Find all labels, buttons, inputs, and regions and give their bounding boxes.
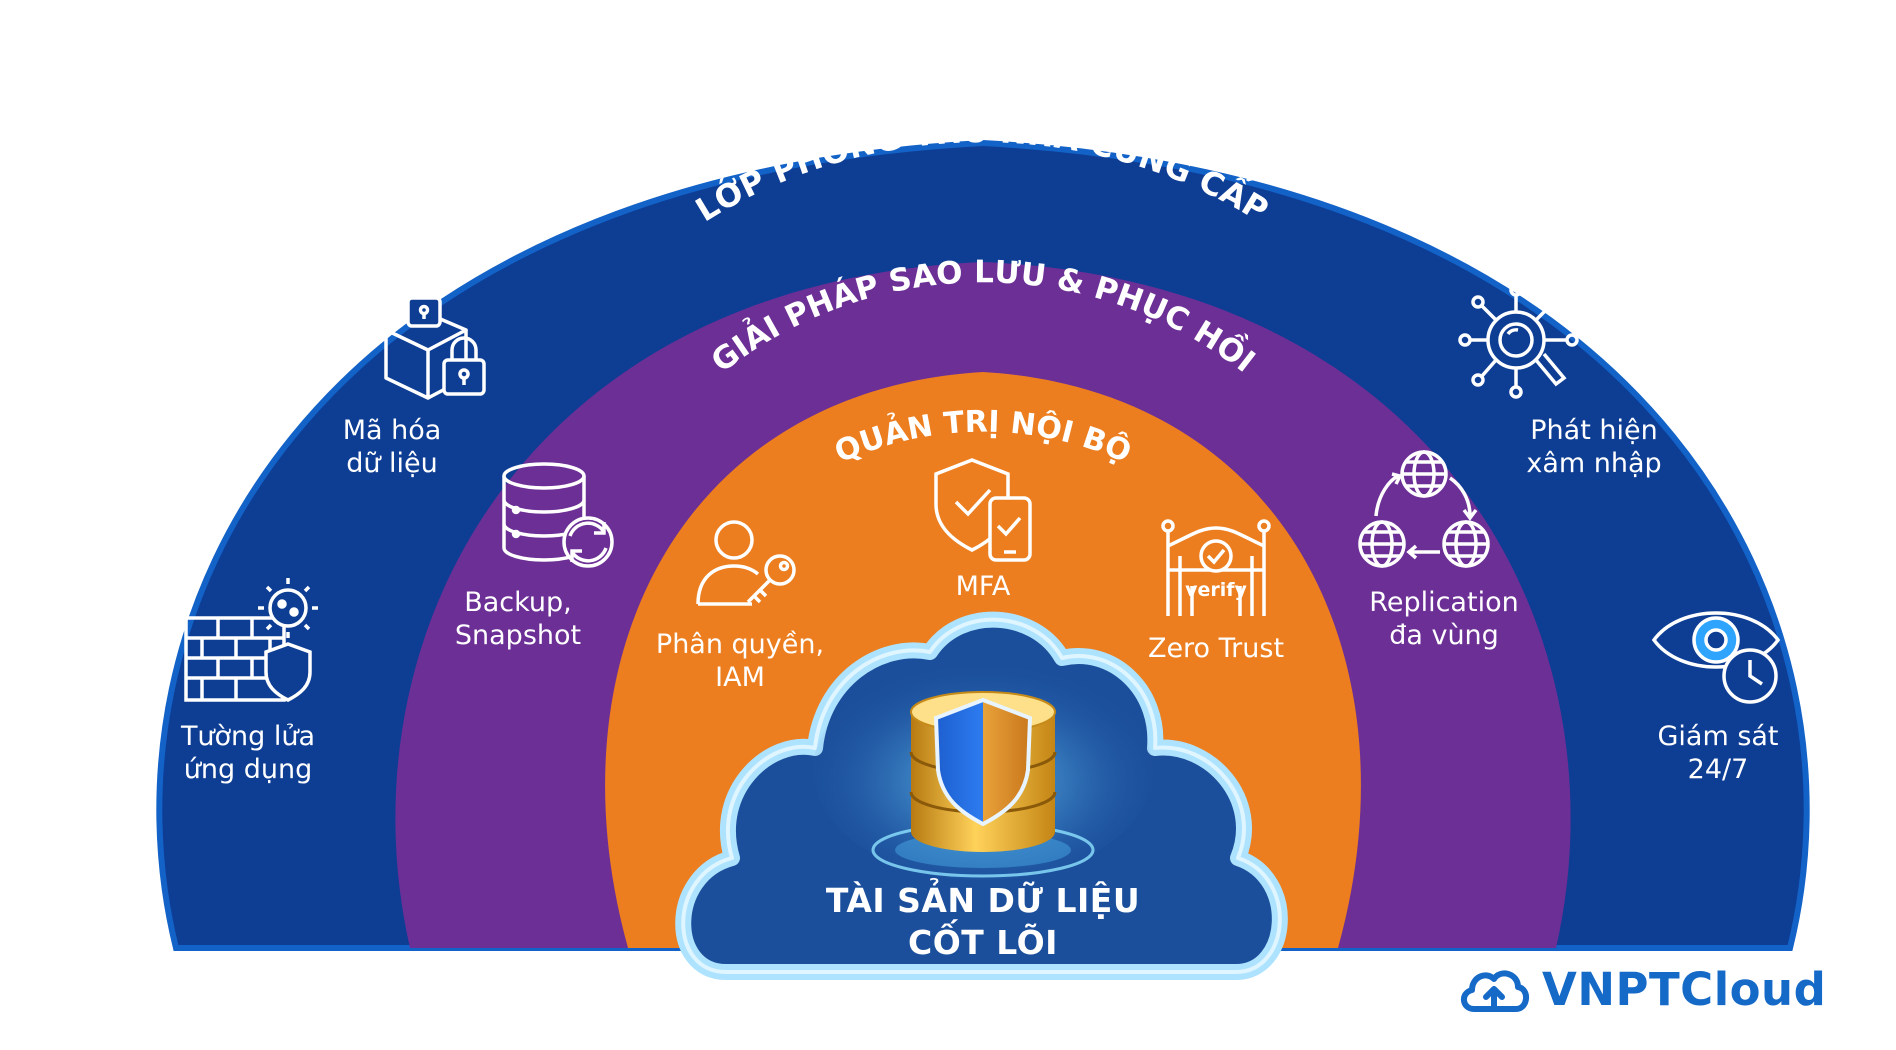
- network-scan-icon: [1456, 282, 1586, 406]
- user-key-icon: [694, 518, 800, 610]
- lock-box-icon: [378, 278, 496, 404]
- brand-name: VNPTCloud: [1542, 963, 1827, 1016]
- gold-database-shield-icon: [871, 691, 1095, 878]
- mfa-label: MFA: [955, 571, 1011, 602]
- intrusion-detection-label: Phát hiện xâm nhập: [1526, 415, 1662, 479]
- verify-text: verify: [1185, 579, 1247, 601]
- globe-cycle-icon: [1354, 448, 1492, 572]
- iam-label: Phân quyền, IAM: [655, 629, 825, 693]
- zero-trust-label: Zero Trust: [1147, 633, 1285, 664]
- backup-label: Backup, Snapshot: [454, 587, 582, 651]
- gate-verify-icon: verify: [1160, 516, 1272, 620]
- monitoring-label: Giám sát 24/7: [1657, 721, 1779, 785]
- cloud-logo-icon: [1461, 969, 1529, 1012]
- database-sync-icon: [500, 462, 618, 574]
- eye-clock-icon: [1650, 600, 1790, 710]
- replication-label: Replication đa vùng: [1369, 587, 1519, 651]
- shield-phone-icon: [932, 456, 1038, 564]
- brand-logo: VNPTCloud: [1458, 963, 1826, 1016]
- firewall-icon: [184, 578, 320, 706]
- firewall-label: Tường lửa ứng dụng: [180, 721, 316, 785]
- encryption-label: Mã hóa dữ liệu: [342, 415, 442, 479]
- core-title: TÀI SẢN DỮ LIỆU CỐT LÕI: [825, 881, 1141, 962]
